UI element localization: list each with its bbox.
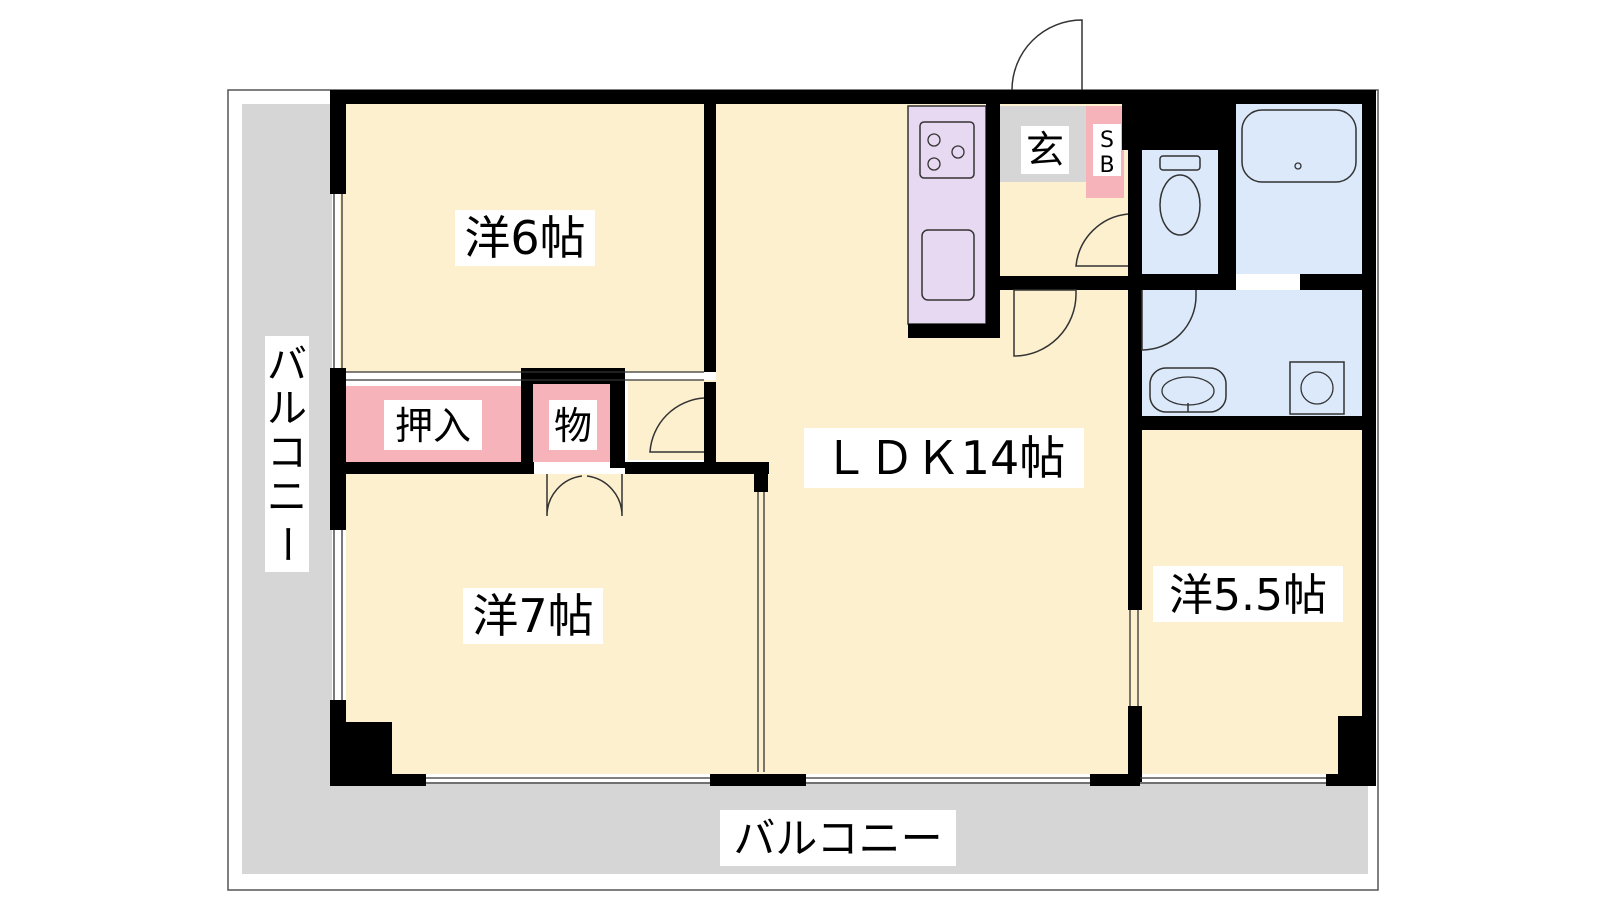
balcony-bottom-label: バルコニー [733,814,942,863]
balcony-labels: バ ル コ ニ ー バルコニー [263,336,956,866]
balcony-left-char: ル [267,386,307,432]
washroom [1142,290,1362,416]
label-storage: 物 [554,404,592,448]
label-shoe-box-b: B [1099,153,1114,178]
label-entrance: 玄 [1026,128,1064,172]
bathtub-icon [1241,109,1357,183]
hall-floor [1000,196,1132,276]
toilet-icon [1159,155,1201,236]
label-ldk: ＬＤＫ14帖 [823,431,1066,485]
room-labels: 洋6帖 洋7帖 洋5.5帖 ＬＤＫ14帖 押入 物 玄 S B [384,124,1343,644]
label-closet: 押入 [395,404,471,448]
sink-icon [921,229,975,301]
hall-floor-2 [628,380,716,460]
label-shoe-box-s: S [1100,128,1114,153]
stove-icon [919,121,975,179]
windows [333,194,1326,784]
label-western-5-5: 洋5.5帖 [1169,570,1327,621]
washing-machine-icon [1289,361,1345,415]
balcony-left-char: ニ [267,474,307,520]
bathroom [1236,104,1362,274]
balcony-left-char: コ [267,430,307,476]
balcony-left-char: バ [267,342,307,388]
toilet-room [1142,150,1218,274]
wet-areas [1142,104,1362,416]
door-swing-icon [546,19,1197,517]
washbasin-icon [1149,367,1227,413]
label-western-7: 洋7帖 [472,589,593,643]
kitchen-counter [907,105,987,325]
label-western-6: 洋6帖 [464,211,585,265]
walls [330,90,1376,786]
balcony-left-char: ー [263,524,309,564]
